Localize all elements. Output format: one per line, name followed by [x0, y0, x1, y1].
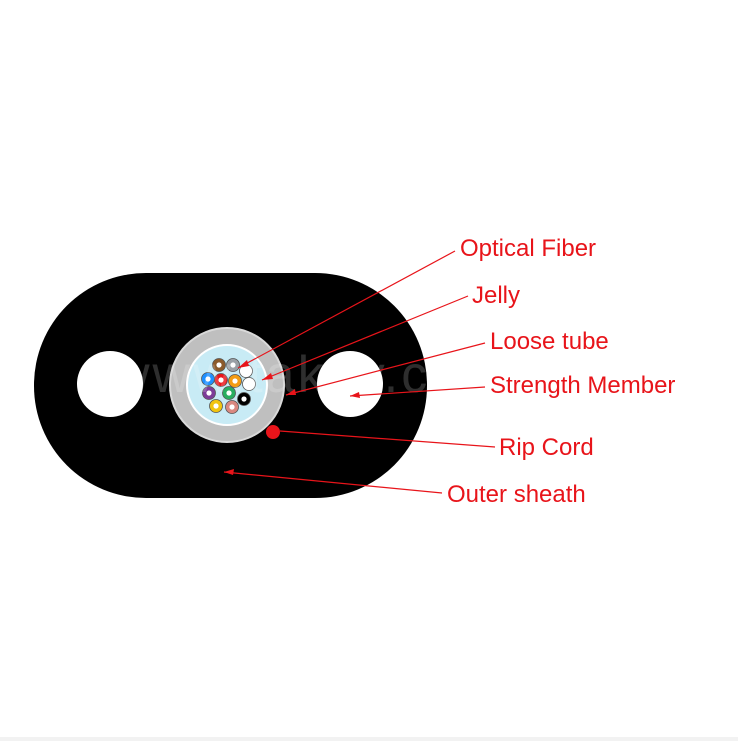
- label-strength-member: Strength Member: [490, 372, 676, 399]
- fiber-core-10: [241, 396, 247, 402]
- watermark: www.takfly.com: [111, 346, 508, 404]
- label-loose-tube: Loose tube: [490, 328, 609, 355]
- label-optical-fiber: Optical Fiber: [460, 235, 597, 262]
- leader-loose-tube: [285, 342, 486, 396]
- fiber-core-5: [218, 377, 224, 383]
- fiber-core-11: [213, 403, 219, 409]
- leader-jelly: [261, 295, 469, 381]
- leader-rip-cord: [279, 430, 496, 448]
- leader-outer-sheath: [223, 471, 443, 494]
- fiber-core-4: [205, 376, 211, 382]
- fiber-core-8: [206, 390, 212, 396]
- arrow-optical-fiber: [238, 360, 249, 368]
- fiber-core-2: [230, 362, 236, 368]
- label-outer-sheath: Outer sheath: [447, 481, 586, 508]
- bottom-divider: [0, 737, 738, 741]
- label-rip-cord: Rip Cord: [499, 434, 594, 461]
- fiber-core-9: [226, 390, 232, 396]
- label-jelly: Jelly: [472, 282, 521, 309]
- leader-strength-member: [349, 386, 486, 397]
- arrow-jelly: [262, 373, 273, 380]
- fiber-core-12: [229, 404, 235, 410]
- arrow-strength-member: [350, 392, 360, 398]
- strength-member-left: [77, 351, 143, 417]
- arrow-loose-tube: [286, 389, 296, 395]
- arrow-outer-sheath: [224, 469, 234, 475]
- leader-optical-fiber: [237, 250, 456, 369]
- rip-cord: [266, 425, 280, 439]
- strength-member-right: [317, 351, 383, 417]
- fiber-core-6: [232, 378, 238, 384]
- fiber-core-7: [246, 381, 252, 387]
- fiber-core-3: [243, 368, 249, 374]
- fiber-core-1: [216, 362, 222, 368]
